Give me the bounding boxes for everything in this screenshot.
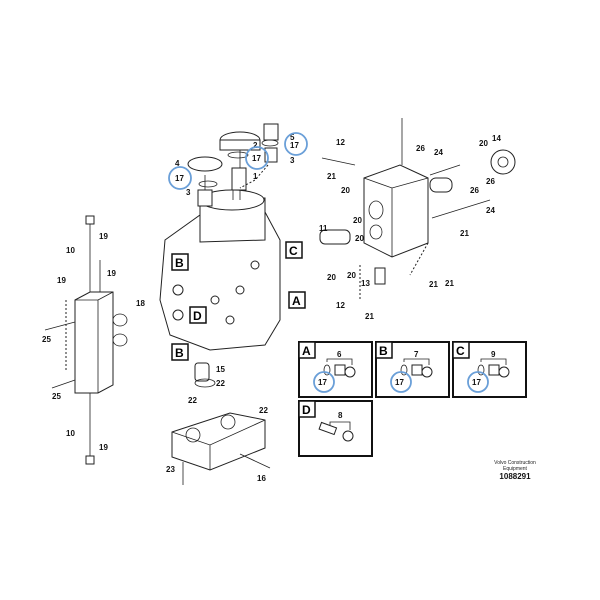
callout: 20 (347, 271, 356, 280)
detail-box-c: C 9 17 (452, 341, 527, 398)
detail-box-a: A 6 17 (298, 341, 373, 398)
callout: 24 (434, 148, 443, 157)
callout: 12 (336, 138, 345, 147)
view-tag-c: C (285, 241, 303, 259)
svg-text:A: A (292, 294, 301, 308)
svg-text:D: D (302, 403, 311, 417)
svg-text:B: B (379, 344, 388, 358)
callout: 20 (341, 186, 350, 195)
callout: 24 (486, 206, 495, 215)
svg-text:8: 8 (338, 411, 343, 420)
callout: 10 (66, 246, 75, 255)
callout: 22 (259, 406, 268, 415)
callout: 4 (175, 159, 180, 168)
svg-text:6: 6 (337, 350, 342, 359)
callout: 16 (257, 474, 266, 483)
callout: 3 (186, 188, 191, 197)
view-tag-b-top: B (171, 253, 189, 271)
svg-text:9: 9 (491, 350, 496, 359)
callout: 19 (107, 269, 116, 278)
callout: 19 (99, 443, 108, 452)
svg-text:C: C (456, 344, 465, 358)
svg-text:Equipment: Equipment (503, 466, 528, 472)
callout: 20 (479, 139, 488, 148)
callout: 14 (492, 134, 501, 143)
callout: 20 (327, 273, 336, 282)
callout: 10 (66, 429, 75, 438)
detail-box-d: D 8 (298, 400, 373, 457)
callout: 19 (99, 232, 108, 241)
top-valve-parts (187, 123, 279, 207)
callout: 26 (470, 186, 479, 195)
view-tag-a: A (288, 291, 306, 309)
bottom-valve-block (171, 362, 271, 485)
svg-text:17: 17 (395, 378, 404, 387)
callout: 21 (365, 312, 374, 321)
callout: 15 (216, 365, 225, 374)
callout: 25 (52, 392, 61, 401)
view-tag-b-bottom: B (171, 343, 189, 361)
callout: 25 (42, 335, 51, 344)
svg-text:B: B (175, 256, 184, 270)
detail-box-b: B 7 17 (375, 341, 450, 398)
callout: 21 (460, 229, 469, 238)
callout: 11 (319, 224, 328, 233)
callout: 2 (253, 141, 258, 150)
callout: 22 (188, 396, 197, 405)
left-valve-block (44, 215, 128, 465)
callout: 26 (416, 144, 425, 153)
svg-text:B: B (175, 346, 184, 360)
view-tag-d: D (189, 306, 207, 324)
callout: 13 (361, 279, 370, 288)
callout: 22 (216, 379, 225, 388)
callout: 17 (290, 141, 299, 150)
drawing-reference-number: 1088291 (499, 472, 531, 481)
callout: 5 (290, 133, 295, 142)
callout: 26 (486, 177, 495, 186)
svg-text:D: D (193, 309, 202, 323)
callout: 19 (57, 276, 66, 285)
callout: 21 (327, 172, 336, 181)
svg-text:17: 17 (472, 378, 481, 387)
callout: 21 (445, 279, 454, 288)
svg-text:A: A (302, 344, 311, 358)
callout: 12 (336, 301, 345, 310)
callout: 20 (355, 234, 364, 243)
highlight-circles (168, 132, 308, 190)
callout: 1 (253, 172, 258, 181)
callout: 17 (175, 174, 184, 183)
svg-text:C: C (289, 244, 298, 258)
svg-text:17: 17 (318, 378, 327, 387)
callout: 23 (166, 465, 175, 474)
callout: 18 (136, 299, 145, 308)
callouts: 4 17 3 2 17 1 5 17 3 12 21 26 24 20 14 2… (42, 133, 501, 483)
callout: 20 (353, 216, 362, 225)
caption: Volvo Construction Equipment 1088291 (494, 460, 536, 481)
svg-text:7: 7 (414, 350, 419, 359)
callout: 21 (429, 280, 438, 289)
right-valve-block (319, 118, 516, 300)
svg-text:Volvo Construction: Volvo Construction (494, 460, 536, 466)
callout: 17 (252, 154, 261, 163)
callout: 3 (290, 156, 295, 165)
